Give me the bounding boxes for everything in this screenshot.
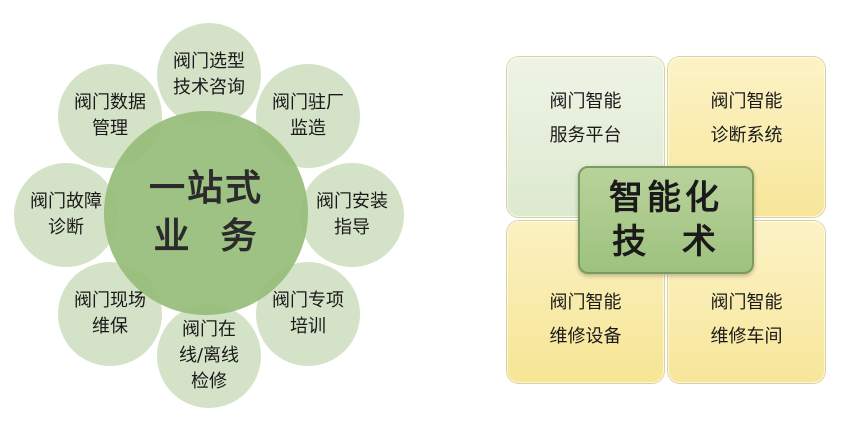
satellite-label: 阀门故障诊断 [30,191,102,238]
satellite-supervision: 阀门驻厂监造 [256,64,360,168]
satellite-label: 阀门驻厂监造 [272,92,344,139]
tile-label-line1: 阀门智能 [549,91,622,112]
tile-label-line1: 阀门智能 [710,292,783,313]
satellite-installation: 阀门安装指导 [300,163,404,267]
one-stop-service-diagram: 阀门选型技术咨询 阀门驻厂监造 阀门安装指导 阀门专项培训 阀门在线/离线检修 … [0,0,430,424]
smart-tech-center-box: 智能化 技 术 [578,166,754,274]
satellite-selection-consulting: 阀门选型技术咨询 [157,23,261,127]
center-title-line2: 业 务 [153,216,259,257]
satellite-label: 阀门数据管理 [74,92,146,139]
one-stop-center-circle: 一站式 业 务 [104,111,308,315]
satellite-label: 阀门专项培训 [272,290,344,337]
tile-label-line2: 服务平台 [549,125,622,146]
tile-label-line2: 诊断系统 [710,125,783,146]
smart-tech-quadrant: 阀门智能 服务平台 阀门智能 诊断系统 阀门智能 维修设备 阀门智能 维修车间 … [507,57,825,383]
tile-label-line2: 维修车间 [710,326,783,347]
satellite-label: 阀门现场维保 [74,290,146,337]
satellite-label: 阀门在线/离线检修 [178,319,240,392]
satellite-label: 阀门安装指导 [316,191,388,238]
tile-label-line2: 维修设备 [549,326,622,347]
satellite-maintenance: 阀门在线/离线检修 [157,304,261,408]
satellite-fault-diagnosis: 阀门故障诊断 [14,163,118,267]
core-title-line1: 智能化 [609,178,723,218]
center-title-line1: 一站式 [148,168,263,209]
tile-label-line1: 阀门智能 [710,91,783,112]
core-title-line2: 技 术 [612,222,720,262]
satellite-label: 阀门选型技术咨询 [173,51,245,98]
tile-label-line1: 阀门智能 [549,292,622,313]
